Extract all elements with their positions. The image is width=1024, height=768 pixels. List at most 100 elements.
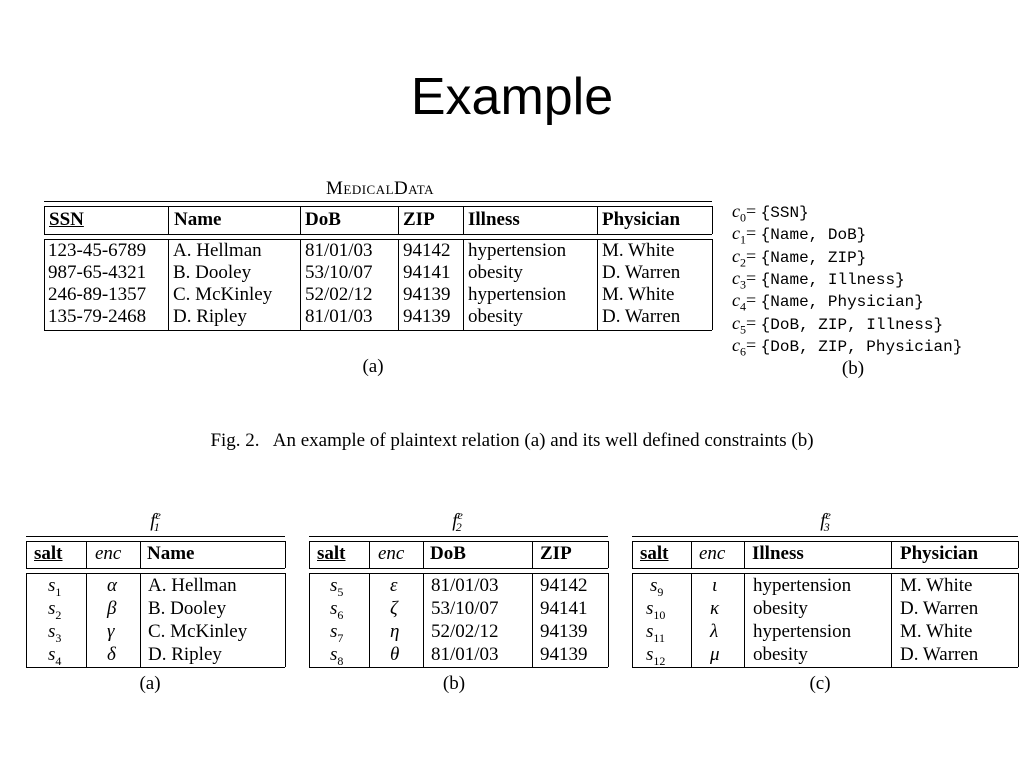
table-cell: obesity [753, 598, 808, 619]
fragment-top-rule [309, 536, 608, 537]
table-cell: A. Hellman [173, 240, 262, 261]
table-cell: D. Warren [602, 262, 681, 283]
table-caption: MedicalData [325, 178, 434, 199]
table-cell: D. Warren [900, 644, 979, 665]
table-cell: 94139 [403, 306, 451, 327]
table-cell: hypertension [468, 284, 567, 305]
table-border [309, 573, 310, 667]
column-divider [398, 239, 399, 330]
column-divider [168, 206, 169, 234]
table-cell: 81/01/03 [431, 644, 499, 665]
column-header-zip: ZIP [403, 209, 435, 230]
table-header-rule-2 [44, 239, 712, 240]
enc-cell: δ [107, 644, 116, 665]
table-border [712, 206, 713, 234]
enc-cell: λ [710, 621, 719, 642]
salt-cell: s3 [48, 621, 62, 645]
constraint-item: c2= {Name, ZIP} [732, 246, 867, 270]
table-cell: D. Ripley [173, 306, 247, 327]
table-border [26, 573, 27, 667]
salt-cell: s12 [646, 644, 666, 668]
table-cell: 246-89-1357 [48, 284, 147, 305]
column-header-physician: Physician [900, 543, 979, 564]
column-divider [744, 541, 745, 568]
table-cell: obesity [753, 644, 808, 665]
column-divider [691, 573, 692, 667]
table-cell: D. Ripley [148, 644, 222, 665]
column-header-salt: salt [317, 543, 346, 564]
enc-cell: ε [390, 575, 398, 596]
fragment-header-rule [309, 568, 608, 569]
table-cell: B. Dooley [148, 598, 227, 619]
column-divider [891, 573, 892, 667]
subfigure-label: (a) [362, 356, 384, 377]
table-top-rule-2 [44, 206, 712, 207]
table-cell: 52/02/12 [431, 621, 499, 642]
table-cell: C. McKinley [173, 284, 273, 305]
table-border [632, 541, 633, 568]
fragment-header-rule-2 [632, 573, 1018, 574]
figure-caption: Fig. 2. An example of plaintext relation… [210, 430, 814, 451]
table-cell: D. Warren [900, 598, 979, 619]
table-cell: 94142 [403, 240, 451, 261]
subfigure-label: (b) [841, 358, 865, 379]
table-cell: 52/02/12 [305, 284, 373, 305]
table-top-rule [44, 201, 712, 202]
fragment-header-rule [26, 568, 285, 569]
column-header-enc: enc [95, 543, 122, 564]
column-header-salt: salt [34, 543, 63, 564]
constraint-item: c1= {Name, DoB} [732, 223, 867, 247]
table-header-rule [44, 234, 712, 235]
table-bottom-rule [44, 330, 712, 331]
constraint-item: c6= {DoB, ZIP, Physician} [732, 335, 963, 359]
column-divider [423, 573, 424, 667]
table-cell: 94139 [540, 644, 588, 665]
subfigure-label: (b) [442, 673, 466, 694]
table-border [712, 239, 713, 330]
table-cell: obesity [468, 262, 523, 283]
column-divider [398, 206, 399, 234]
salt-cell: s4 [48, 644, 62, 668]
column-header-enc: enc [699, 543, 726, 564]
fragment-header-rule-2 [309, 573, 608, 574]
salt-cell: s6 [330, 598, 344, 622]
fragment-caption: fe2 [452, 508, 463, 535]
salt-cell: s9 [650, 575, 664, 599]
fragment-bottom-rule [632, 667, 1018, 668]
column-divider [140, 573, 141, 667]
table-cell: 94141 [403, 262, 451, 283]
constraint-item: c4= {Name, Physician} [732, 290, 924, 314]
table-border [26, 541, 27, 568]
table-border [44, 206, 45, 234]
enc-cell: μ [710, 644, 720, 665]
constraint-item: c0= {SSN} [732, 201, 809, 225]
fragment-header-rule-2 [26, 573, 285, 574]
fragment-top-rule-2 [309, 541, 608, 542]
slide-title: Example [410, 68, 614, 126]
salt-cell: s1 [48, 575, 62, 599]
table-cell: 94139 [403, 284, 451, 305]
table-border [1018, 541, 1019, 568]
table-cell: hypertension [468, 240, 567, 261]
column-divider [86, 541, 87, 568]
table-cell: 94142 [540, 575, 588, 596]
fragment-header-rule [632, 568, 1018, 569]
salt-cell: s2 [48, 598, 62, 622]
subfigure-label: (a) [139, 673, 161, 694]
table-cell: hypertension [753, 575, 852, 596]
table-border [285, 541, 286, 568]
column-header-enc: enc [378, 543, 405, 564]
table-cell: 987-65-4321 [48, 262, 147, 283]
column-divider [532, 573, 533, 667]
table-cell: M. White [900, 621, 973, 642]
table-border [608, 541, 609, 568]
column-header-salt: salt [640, 543, 669, 564]
column-divider [463, 239, 464, 330]
table-cell: A. Hellman [148, 575, 237, 596]
column-divider [140, 541, 141, 568]
enc-cell: β [107, 598, 117, 619]
enc-cell: ι [712, 575, 718, 596]
table-cell: M. White [602, 240, 675, 261]
table-border [608, 573, 609, 667]
enc-cell: η [390, 621, 400, 642]
